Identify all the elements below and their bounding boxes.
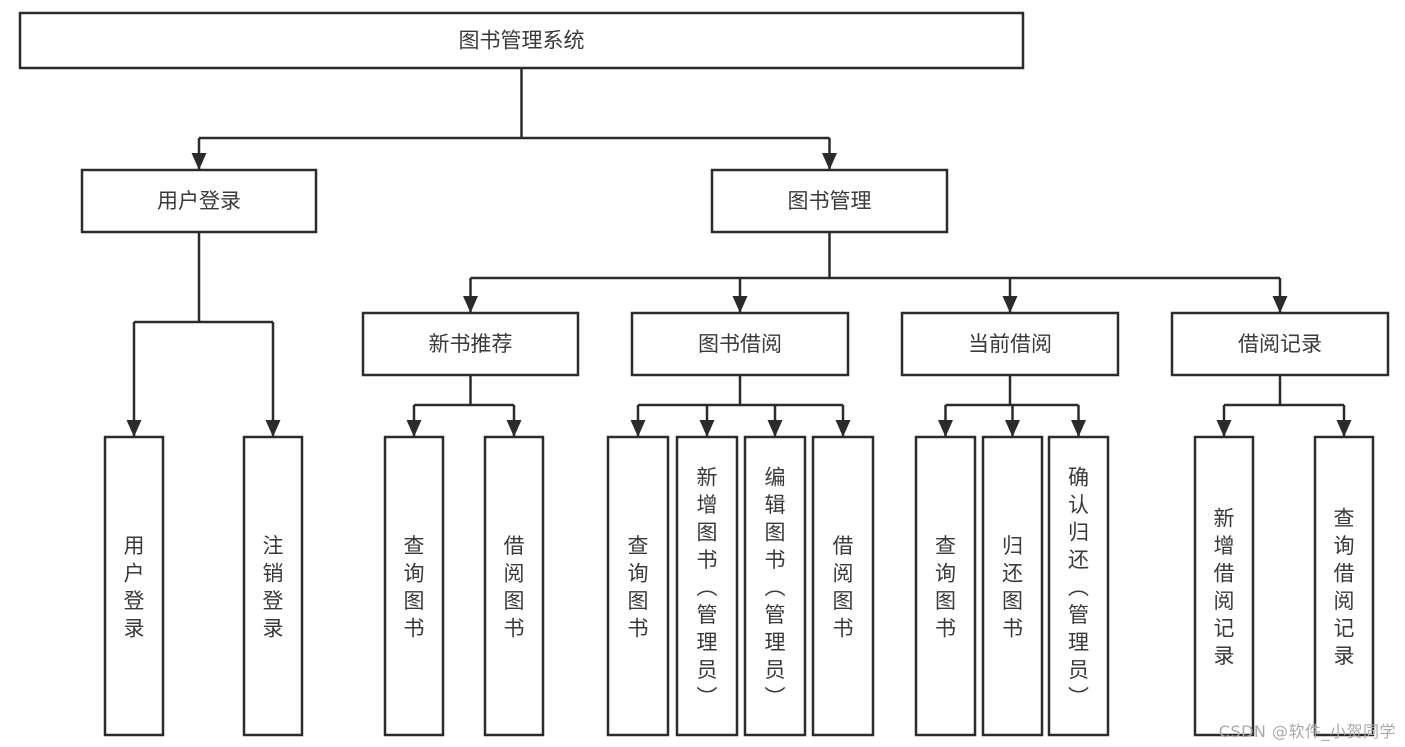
node-label: 编辑图书︵管理员︶: [765, 465, 786, 709]
arrow-head-icon: [126, 420, 142, 437]
node-box: [242, 435, 304, 737]
node-label: 图书管理: [788, 189, 872, 213]
node-leaf-查询图书[interactable]: 查询图书: [606, 435, 670, 737]
node-label: 借阅图书: [504, 534, 525, 641]
arrow-head-icon: [938, 420, 953, 437]
arrow-head-icon: [265, 420, 281, 437]
arrow-head-icon: [1002, 296, 1018, 313]
node-box: [630, 311, 850, 377]
node-leaf-编辑图书管理员[interactable]: 编辑图书︵管理员︶: [743, 435, 807, 737]
node-leaf-查询图书[interactable]: 查询图书: [383, 435, 445, 737]
arrow-head-icon: [767, 420, 783, 437]
node-label: 确认归还︵管理员︶: [1068, 465, 1089, 709]
arrow-head-icon: [699, 420, 715, 437]
node-label: 新增借阅记录: [1214, 507, 1235, 669]
node-box: [361, 311, 580, 377]
node-box: [900, 311, 1120, 377]
node-box: [743, 435, 807, 737]
arrow-head-icon: [506, 420, 522, 437]
arrow-head-icon: [1216, 420, 1232, 437]
node-label: 注销登录: [263, 534, 284, 641]
arrow-head-icon: [406, 420, 422, 437]
node-label: 新增图书︵管理员︶: [697, 465, 718, 709]
node-box: [1193, 435, 1255, 737]
node-leaf-借阅图书[interactable]: 借阅图书: [483, 435, 545, 737]
arrow-head-icon: [732, 296, 748, 313]
arrow-head-icon: [1336, 420, 1352, 437]
node-leaf-借阅图书[interactable]: 借阅图书: [811, 435, 875, 737]
node-label: 查询图书: [935, 534, 956, 641]
node-label: 查询图书: [404, 534, 425, 641]
node-label: 借阅图书: [833, 534, 854, 641]
node-label: 图书借阅: [698, 332, 782, 356]
node-box: [483, 435, 545, 737]
node-box: [914, 435, 977, 737]
arrow-head-icon: [822, 153, 837, 170]
node-label: 新书推荐: [429, 332, 513, 356]
node-box: [18, 11, 1025, 70]
node-leaf-新增图书管理员[interactable]: 新增图书︵管理员︶: [675, 435, 739, 737]
node-leaf-注销登录[interactable]: 注销登录: [242, 435, 304, 737]
node-leaf-用户登录[interactable]: 用户登录: [103, 435, 165, 737]
arrow-head-icon: [1071, 420, 1086, 437]
node-root-图书管理系统[interactable]: 图书管理系统: [18, 11, 1025, 70]
arrow-head-icon: [191, 153, 207, 170]
node-box: [383, 435, 445, 737]
node-box: [606, 435, 670, 737]
node-label: 图书管理系统: [459, 29, 585, 53]
node-box: [1313, 435, 1375, 737]
arrow-head-icon: [835, 420, 851, 437]
node-box: [80, 168, 318, 234]
node-leaf-查询借阅记录[interactable]: 查询借阅记录: [1313, 435, 1375, 737]
node-label: 查询图书: [628, 534, 649, 641]
node-l3-借阅记录[interactable]: 借阅记录: [1170, 311, 1390, 377]
node-l3-图书借阅[interactable]: 图书借阅: [630, 311, 850, 377]
node-layer: 图书管理系统用户登录图书管理新书推荐图书借阅当前借阅借阅记录用户登录注销登录查询…: [18, 11, 1390, 737]
node-box: [981, 435, 1044, 737]
node-box: [811, 435, 875, 737]
node-box: [710, 168, 949, 234]
node-l3-新书推荐[interactable]: 新书推荐: [361, 311, 580, 377]
node-label: 用户登录: [124, 534, 145, 641]
node-box: [1170, 311, 1390, 377]
node-box: [1047, 435, 1110, 737]
node-box: [103, 435, 165, 737]
node-leaf-新增借阅记录[interactable]: 新增借阅记录: [1193, 435, 1255, 737]
node-label: 用户登录: [157, 189, 241, 213]
arrow-head-icon: [1005, 420, 1020, 437]
node-l3-当前借阅[interactable]: 当前借阅: [900, 311, 1120, 377]
node-leaf-确认归还管理员[interactable]: 确认归还︵管理员︶: [1047, 435, 1110, 737]
node-label: 查询借阅记录: [1334, 507, 1355, 669]
node-label: 当前借阅: [968, 332, 1052, 356]
node-label: 归还图书: [1002, 534, 1023, 641]
node-l2-图书管理[interactable]: 图书管理: [710, 168, 949, 234]
node-leaf-查询图书[interactable]: 查询图书: [914, 435, 977, 737]
arrow-head-icon: [463, 296, 478, 313]
node-box: [675, 435, 739, 737]
node-leaf-归还图书[interactable]: 归还图书: [981, 435, 1044, 737]
node-l2-用户登录[interactable]: 用户登录: [80, 168, 318, 234]
arrow-head-icon: [1272, 296, 1288, 313]
edge-layer: [126, 68, 1352, 437]
arrow-head-icon: [630, 420, 646, 437]
node-label: 借阅记录: [1238, 332, 1322, 356]
